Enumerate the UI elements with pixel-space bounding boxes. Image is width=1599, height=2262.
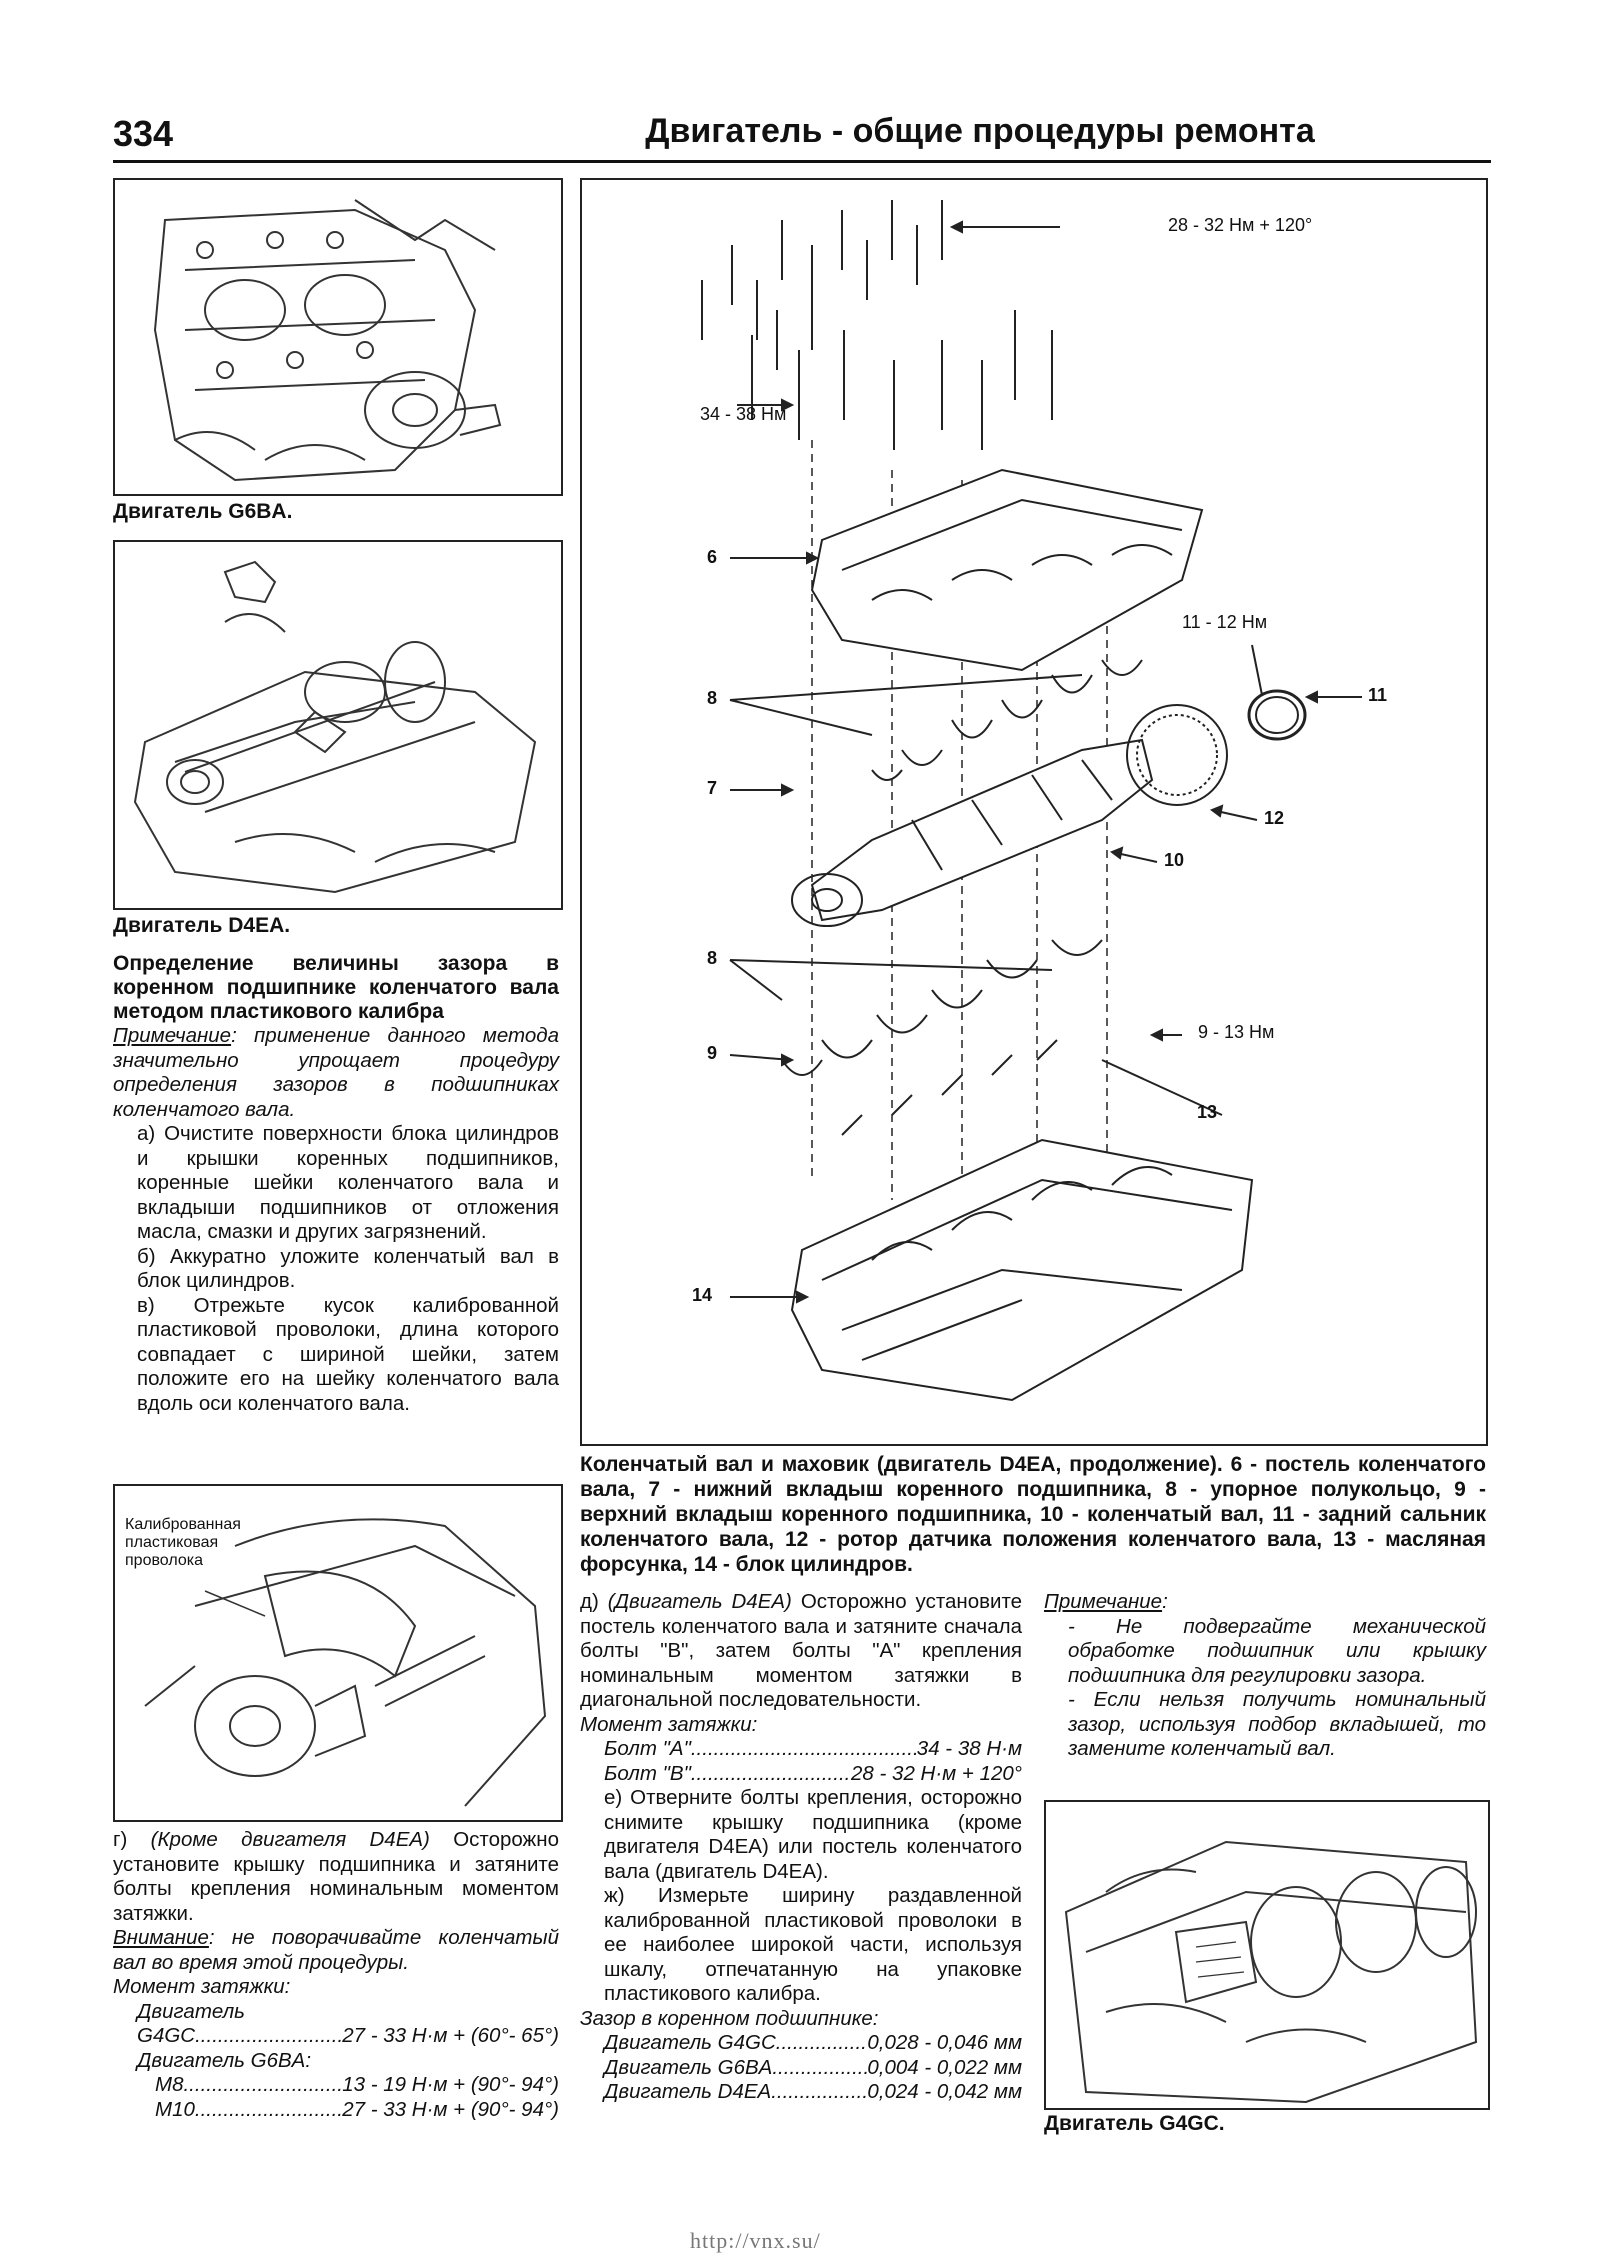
clearance-row-g6ba: Двигатель G6BA0,004 - 0,022 мм (580, 2056, 1022, 2081)
torque-row-g4gc: G4GC27 - 33 Н·м + (60°- 65°) (113, 2024, 559, 2049)
mid-column-text: д) (Двигатель D4EA) Осторожно установите… (580, 1590, 1022, 2105)
note-label: Примечание (113, 1024, 232, 1047)
plastigage-label: Калиброванная пластиковая проволока (125, 1516, 241, 1569)
clearance-row-d4ea: Двигатель D4EA0,024 - 0,042 мм (580, 2080, 1022, 2105)
mid-torque-heading: Момент затяжки: (580, 1712, 758, 1736)
step-b: б) Аккуратно уложите коленчатый вал в бл… (137, 1244, 559, 1293)
caption-d4ea: Двигатель D4EA. (113, 914, 291, 937)
callout-9: 9 (707, 1043, 718, 1063)
callout-14: 14 (692, 1285, 713, 1305)
torque-row-m10: M1027 - 33 Н·м + (90°- 94°) (113, 2098, 559, 2123)
callout-13: 13 (1197, 1102, 1218, 1122)
crankshaft-exploded-drawing (701, 200, 1362, 1402)
bolt-b-row: Болт "В"28 - 32 Н·м + 120° (580, 1762, 1022, 1787)
step-a: а) Очистите поверхности блока цилиндров … (137, 1122, 559, 1243)
step-g-text: Осторожно установите крышку подшипника и… (113, 1828, 559, 1925)
callout-11: 11 (1368, 685, 1388, 705)
step-e: е) Отверните болты крепления, осторожно … (604, 1786, 1022, 1883)
callout-8-upper: 8 (707, 688, 718, 708)
header-rule (113, 160, 1491, 163)
crankshaft-plastigage-drawing (144, 1518, 547, 1807)
clearance-row-g4gc: Двигатель G4GC0,028 - 0,046 мм (580, 2031, 1022, 2056)
warning-label: Внимание (113, 1926, 209, 1949)
figure-crankshaft-exploded: 28 - 32 Нм + 120° 34 - 38 Нм 11 - 12 Нм … (580, 178, 1488, 1446)
step-d-italic: (Двигатель D4EA) (607, 1590, 792, 1613)
left-column-text-2: г) (Кроме двигателя D4EA) Осторожно уста… (113, 1828, 559, 2122)
right-note-label: Примечание (1044, 1590, 1163, 1613)
step-d-prefix: д) (580, 1590, 608, 1613)
callout-12: 12 (1264, 808, 1285, 828)
step-zh: ж) Измерьте ширину раздавленной калибров… (604, 1884, 1022, 2005)
engine-g4gc-drawing (1064, 1840, 1478, 2104)
step-v: в) Отрежьте кусок калиброванной пластико… (137, 1293, 559, 1415)
torque-label-seal: 11 - 12 Нм (1182, 612, 1268, 632)
torque-heading: Момент затяжки: (113, 1975, 291, 1998)
engine-g6ba-drawing (153, 199, 502, 482)
footer-url: http://vnx.su/ (690, 2228, 821, 2253)
caption-g6ba: Двигатель G6BA. (113, 500, 293, 523)
torque-label-top: 28 - 32 Нм + 120° (1168, 215, 1313, 235)
bolts-b-group (701, 200, 943, 370)
callout-10: 10 (1164, 850, 1185, 870)
figure-plastigage: Калиброванная пластиковая проволока (113, 1484, 563, 1822)
g6ba-heading: Двигатель G6BA: (137, 2048, 312, 2072)
right-note-colon: : (1162, 1590, 1168, 1613)
figure-d4ea (113, 540, 563, 910)
caption-g4gc: Двигатель G4GC. (1044, 2112, 1225, 2135)
figure-g6ba (113, 178, 563, 496)
bolt-a-row: Болт "А"34 - 38 Н·м (580, 1737, 1022, 1762)
callout-6: 6 (707, 547, 718, 567)
right-note-2: - Если нельзя получить номинальный зазор… (1068, 1688, 1486, 1760)
figure-g4gc (1044, 1800, 1490, 2110)
clearance-heading: Зазор в коренном подшипнике: (580, 2006, 879, 2030)
section-title: Определение величины зазора в коренном п… (113, 952, 559, 1023)
warning-text: : не поворачивайте коленчатый вал во вре… (113, 1926, 559, 1974)
callout-7: 7 (707, 778, 718, 798)
caption-crankshaft-exploded: Коленчатый вал и маховик (двигатель D4EA… (580, 1453, 1486, 1576)
step-d-text: Осторожно установите постель коленчатого… (580, 1590, 1023, 1711)
left-column-text: Определение величины зазора в коренном п… (113, 952, 559, 1416)
step-g-italic: (Кроме двигателя D4EA) (150, 1828, 430, 1851)
torque-row-m8: M813 - 19 Н·м + (90°- 94°) (113, 2073, 559, 2098)
torque-label-left: 34 - 38 Нм (700, 404, 787, 424)
running-header: Двигатель - общие процедуры ремонта (645, 112, 1315, 150)
note-text: : применение данного метода значительно … (113, 1024, 559, 1121)
page-number: 334 (113, 113, 174, 154)
right-column-text: Примечание: - Не подвергайте механическо… (1044, 1590, 1486, 1762)
step-g-prefix: г) (113, 1828, 151, 1851)
torque-label-jet: 9 - 13 Нм (1198, 1022, 1275, 1042)
right-note-1: - Не подвергайте механической обработке … (1068, 1614, 1486, 1687)
engine-heading: Двигатель (137, 1999, 245, 2023)
engine-d4ea-drawing (133, 560, 537, 894)
callout-8-lower: 8 (707, 948, 718, 968)
